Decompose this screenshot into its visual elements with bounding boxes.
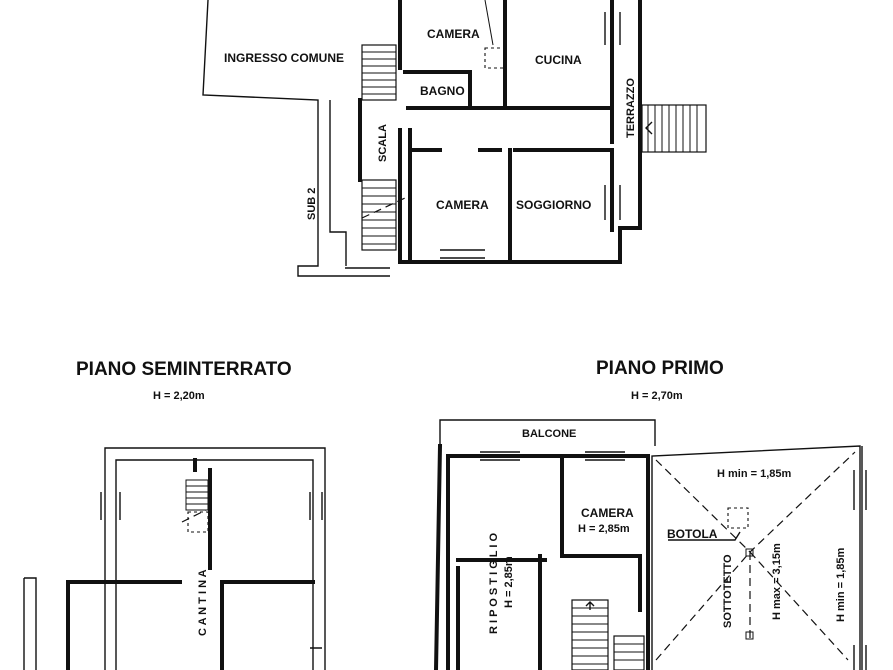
- room-label-ingresso: INGRESSO COMUNE: [224, 51, 344, 65]
- first-floor-plan: PIANO PRIMO H = 2,70m BALCONE: [433, 358, 867, 670]
- exterior-walls: [398, 0, 642, 264]
- stair-break-line: [361, 197, 406, 219]
- terrace-stair: [641, 104, 707, 153]
- camera-first-height: H = 2,85m: [578, 523, 630, 535]
- first-floor-stair: [571, 599, 645, 670]
- sottotetto-hmin-top: H min = 1,85m: [717, 468, 792, 480]
- basement-left-wall: [23, 577, 37, 670]
- room-label-balcone: BALCONE: [522, 428, 576, 440]
- door-dashed-box: [484, 47, 506, 69]
- basement-height: H = 2,20m: [153, 390, 205, 402]
- basement-title: PIANO SEMINTERRATO: [76, 359, 292, 380]
- room-label-soggiorno: SOGGIORNO: [516, 198, 591, 212]
- basement-plan: PIANO SEMINTERRATO H = 2,20m C A N T I N…: [23, 359, 326, 670]
- terrace-arrow: [645, 121, 653, 135]
- room-label-scala: SCALA: [377, 124, 389, 162]
- sottotetto-hmin-right: H min = 1,85m: [835, 547, 847, 622]
- basement-walls: [66, 458, 315, 670]
- window-marks: [345, 12, 621, 277]
- label-botola: BOTOLA: [667, 527, 718, 541]
- first-floor-title: PIANO PRIMO: [596, 358, 724, 379]
- basement-stair-break: [181, 509, 207, 523]
- sottotetto-window: [853, 470, 867, 670]
- ridge-marker-bottom: [745, 631, 754, 640]
- botola-leader: [668, 531, 741, 541]
- room-label-camera-top: CAMERA: [427, 27, 480, 41]
- basement-hatch: [187, 511, 209, 533]
- room-label-sottotetto: SOTTOTETTO: [722, 554, 734, 628]
- first-floor-partitions: [456, 454, 642, 670]
- room-label-camera-first: CAMERA: [581, 506, 634, 520]
- ingresso-inner: [329, 100, 347, 266]
- ridge-marker-top: [745, 548, 754, 557]
- ingresso-outline: [202, 0, 345, 277]
- sottotetto-hmax: H max = 3,15m: [771, 543, 783, 620]
- first-floor-height: H = 2,70m: [631, 390, 683, 402]
- botola-hatch: [727, 507, 749, 529]
- room-label-camera-bottom: CAMERA: [436, 198, 489, 212]
- first-floor-outer-walls: [433, 443, 650, 670]
- room-label-ripostiglio: R I P O S T I G L I O: [488, 532, 500, 634]
- sottotetto-outline: [651, 445, 863, 670]
- basement-windows: [100, 492, 323, 649]
- balcony-outline: [439, 419, 656, 446]
- room-label-sub2: SUB 2: [306, 188, 318, 220]
- room-label-cucina: CUCINA: [535, 53, 582, 67]
- room-label-bagno: BAGNO: [420, 84, 465, 98]
- staircase: [361, 44, 397, 251]
- basement-outer: [104, 447, 326, 670]
- ripostiglio-height: H = 2,85m: [503, 556, 515, 608]
- first-floor-windows: [480, 451, 625, 461]
- room-label-cantina: C A N T I N A: [197, 569, 209, 636]
- room-label-terrazzo: TERRAZZO: [625, 78, 637, 138]
- basement-stair: [185, 479, 209, 511]
- stair-arrow: [585, 601, 595, 610]
- wall-bagno: [403, 70, 472, 110]
- sottotetto-diagonals: [655, 451, 856, 661]
- door-swing-top: [484, 0, 494, 46]
- ground-floor-plan: CAMERA CUCINA INGRESSO COMUNE BAGNO SCAL…: [202, 0, 707, 277]
